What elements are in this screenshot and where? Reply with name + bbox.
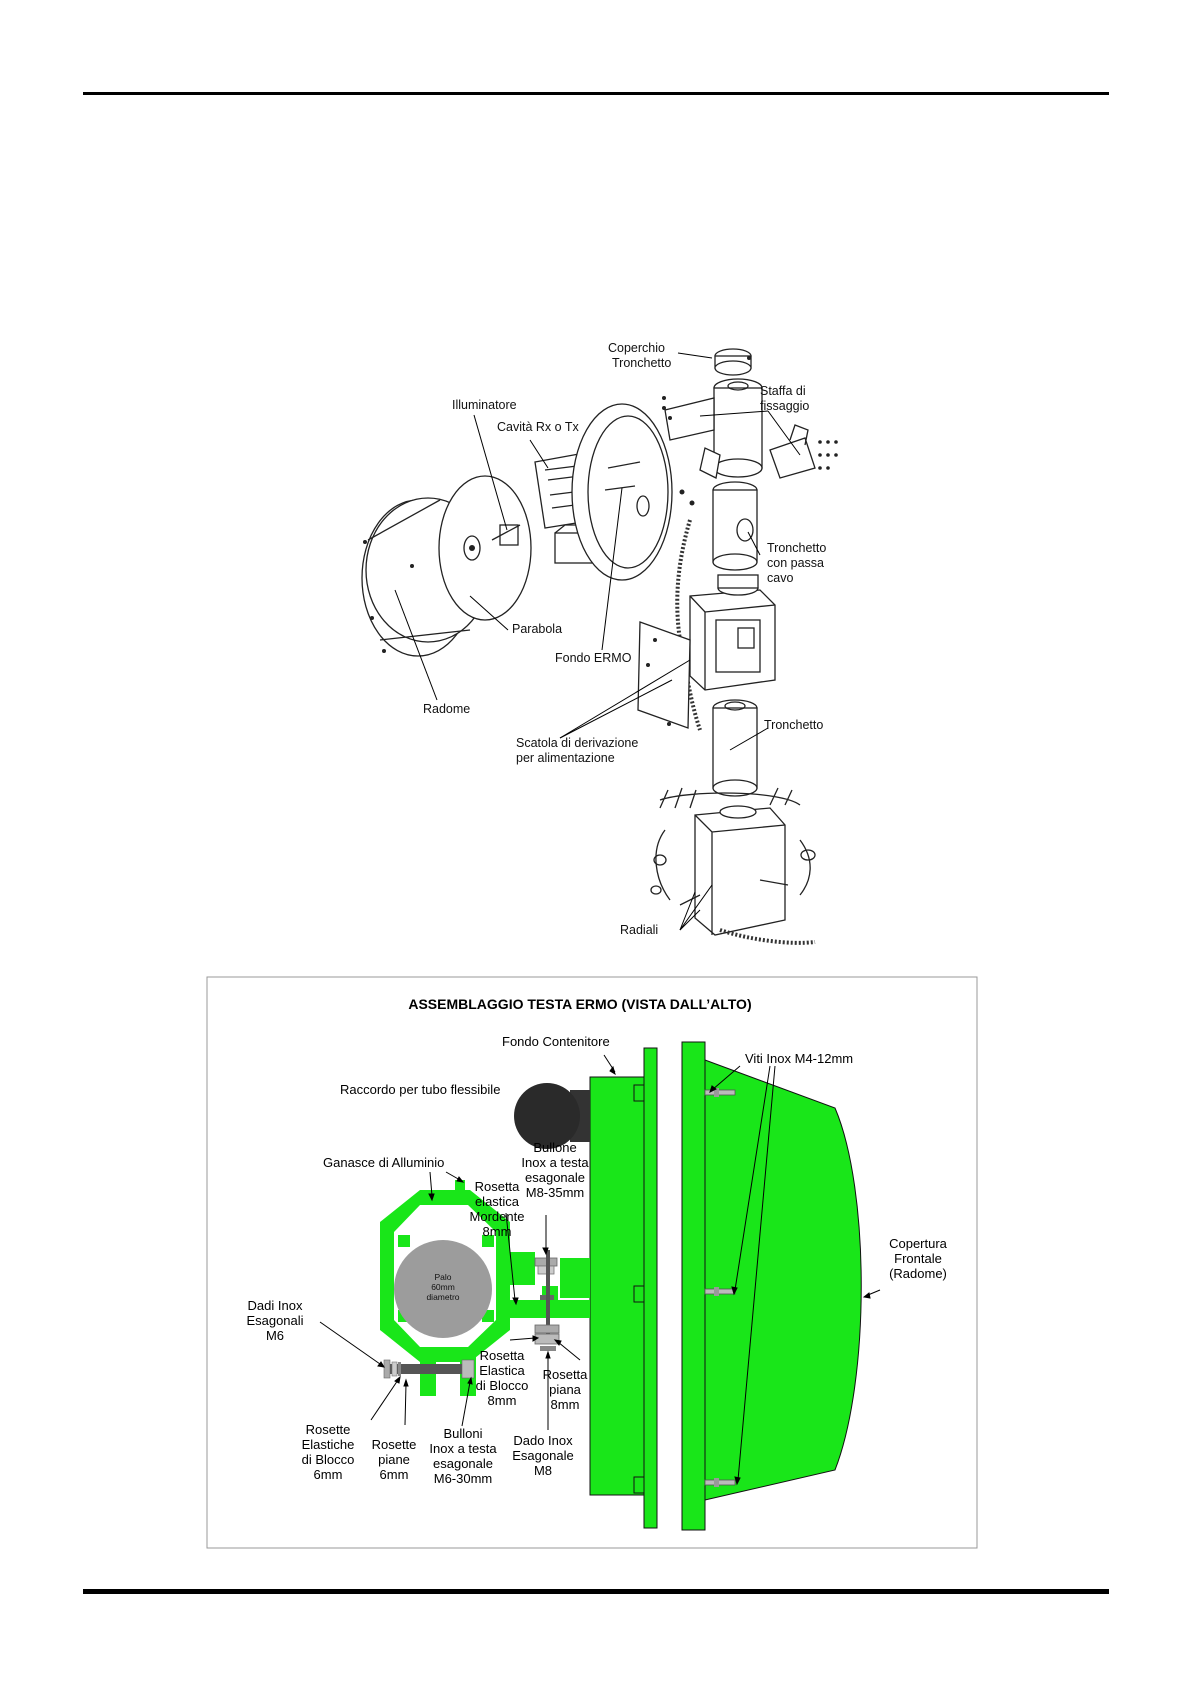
- base-ground-drawing: [650, 787, 816, 945]
- label-radiali: Radiali: [620, 923, 658, 937]
- illuminatore-drawing: [491, 524, 521, 546]
- bracket-arm: [488, 1258, 590, 1318]
- label-radome: Radome: [423, 702, 470, 716]
- m6-bolt-group: [383, 1359, 475, 1379]
- label-illuminatore: Illuminatore: [452, 398, 517, 412]
- rear-flange: [643, 1047, 658, 1529]
- lower-tronchetto-drawing: [712, 699, 758, 797]
- parabola-drawing: [438, 475, 532, 621]
- exploded-leader-lines: [394, 352, 801, 931]
- screws-drawing: [646, 396, 695, 726]
- label-raccordo: Raccordo per tubo flessibile: [340, 1082, 500, 1097]
- assembly-diagram: ASSEMBLAGGIO TESTA ERMO (VISTA DALL’ALTO…: [206, 976, 978, 1549]
- footer-rule: [83, 1589, 1109, 1594]
- scatola-drawing: [689, 574, 776, 691]
- radome-cover: [704, 1059, 862, 1501]
- m4-screws: [704, 1088, 736, 1487]
- staffa-drawing: [769, 424, 838, 479]
- front-flange: [681, 1041, 706, 1531]
- label-cavita: Cavità Rx o Tx: [497, 420, 579, 434]
- cover-plate-drawing: [637, 621, 691, 729]
- label-tronchetto: Tronchetto: [764, 718, 823, 732]
- label-fondo-ermo: Fondo ERMO: [555, 651, 632, 665]
- raccordo-fitting: [514, 1083, 590, 1149]
- assembly-title: ASSEMBLAGGIO TESTA ERMO (VISTA DALL’ALTO…: [408, 996, 751, 1012]
- header-rule: [83, 92, 1109, 95]
- upper-tronchetto-drawing: [664, 378, 763, 479]
- m8-bolt-group: [534, 1250, 560, 1351]
- assembly-leader-lines: [319, 1054, 881, 1486]
- tronchetto-passa-drawing: [712, 481, 758, 571]
- label-ganasce: Ganasce di Alluminio: [323, 1155, 444, 1170]
- palo-pole: [394, 1240, 492, 1338]
- coperchio-drawing: [714, 348, 752, 376]
- label-fondo-contenitore: Fondo Contenitore: [502, 1034, 610, 1049]
- label-viti: Viti Inox M4-12mm: [745, 1051, 853, 1066]
- label-parabola: Parabola: [512, 622, 562, 636]
